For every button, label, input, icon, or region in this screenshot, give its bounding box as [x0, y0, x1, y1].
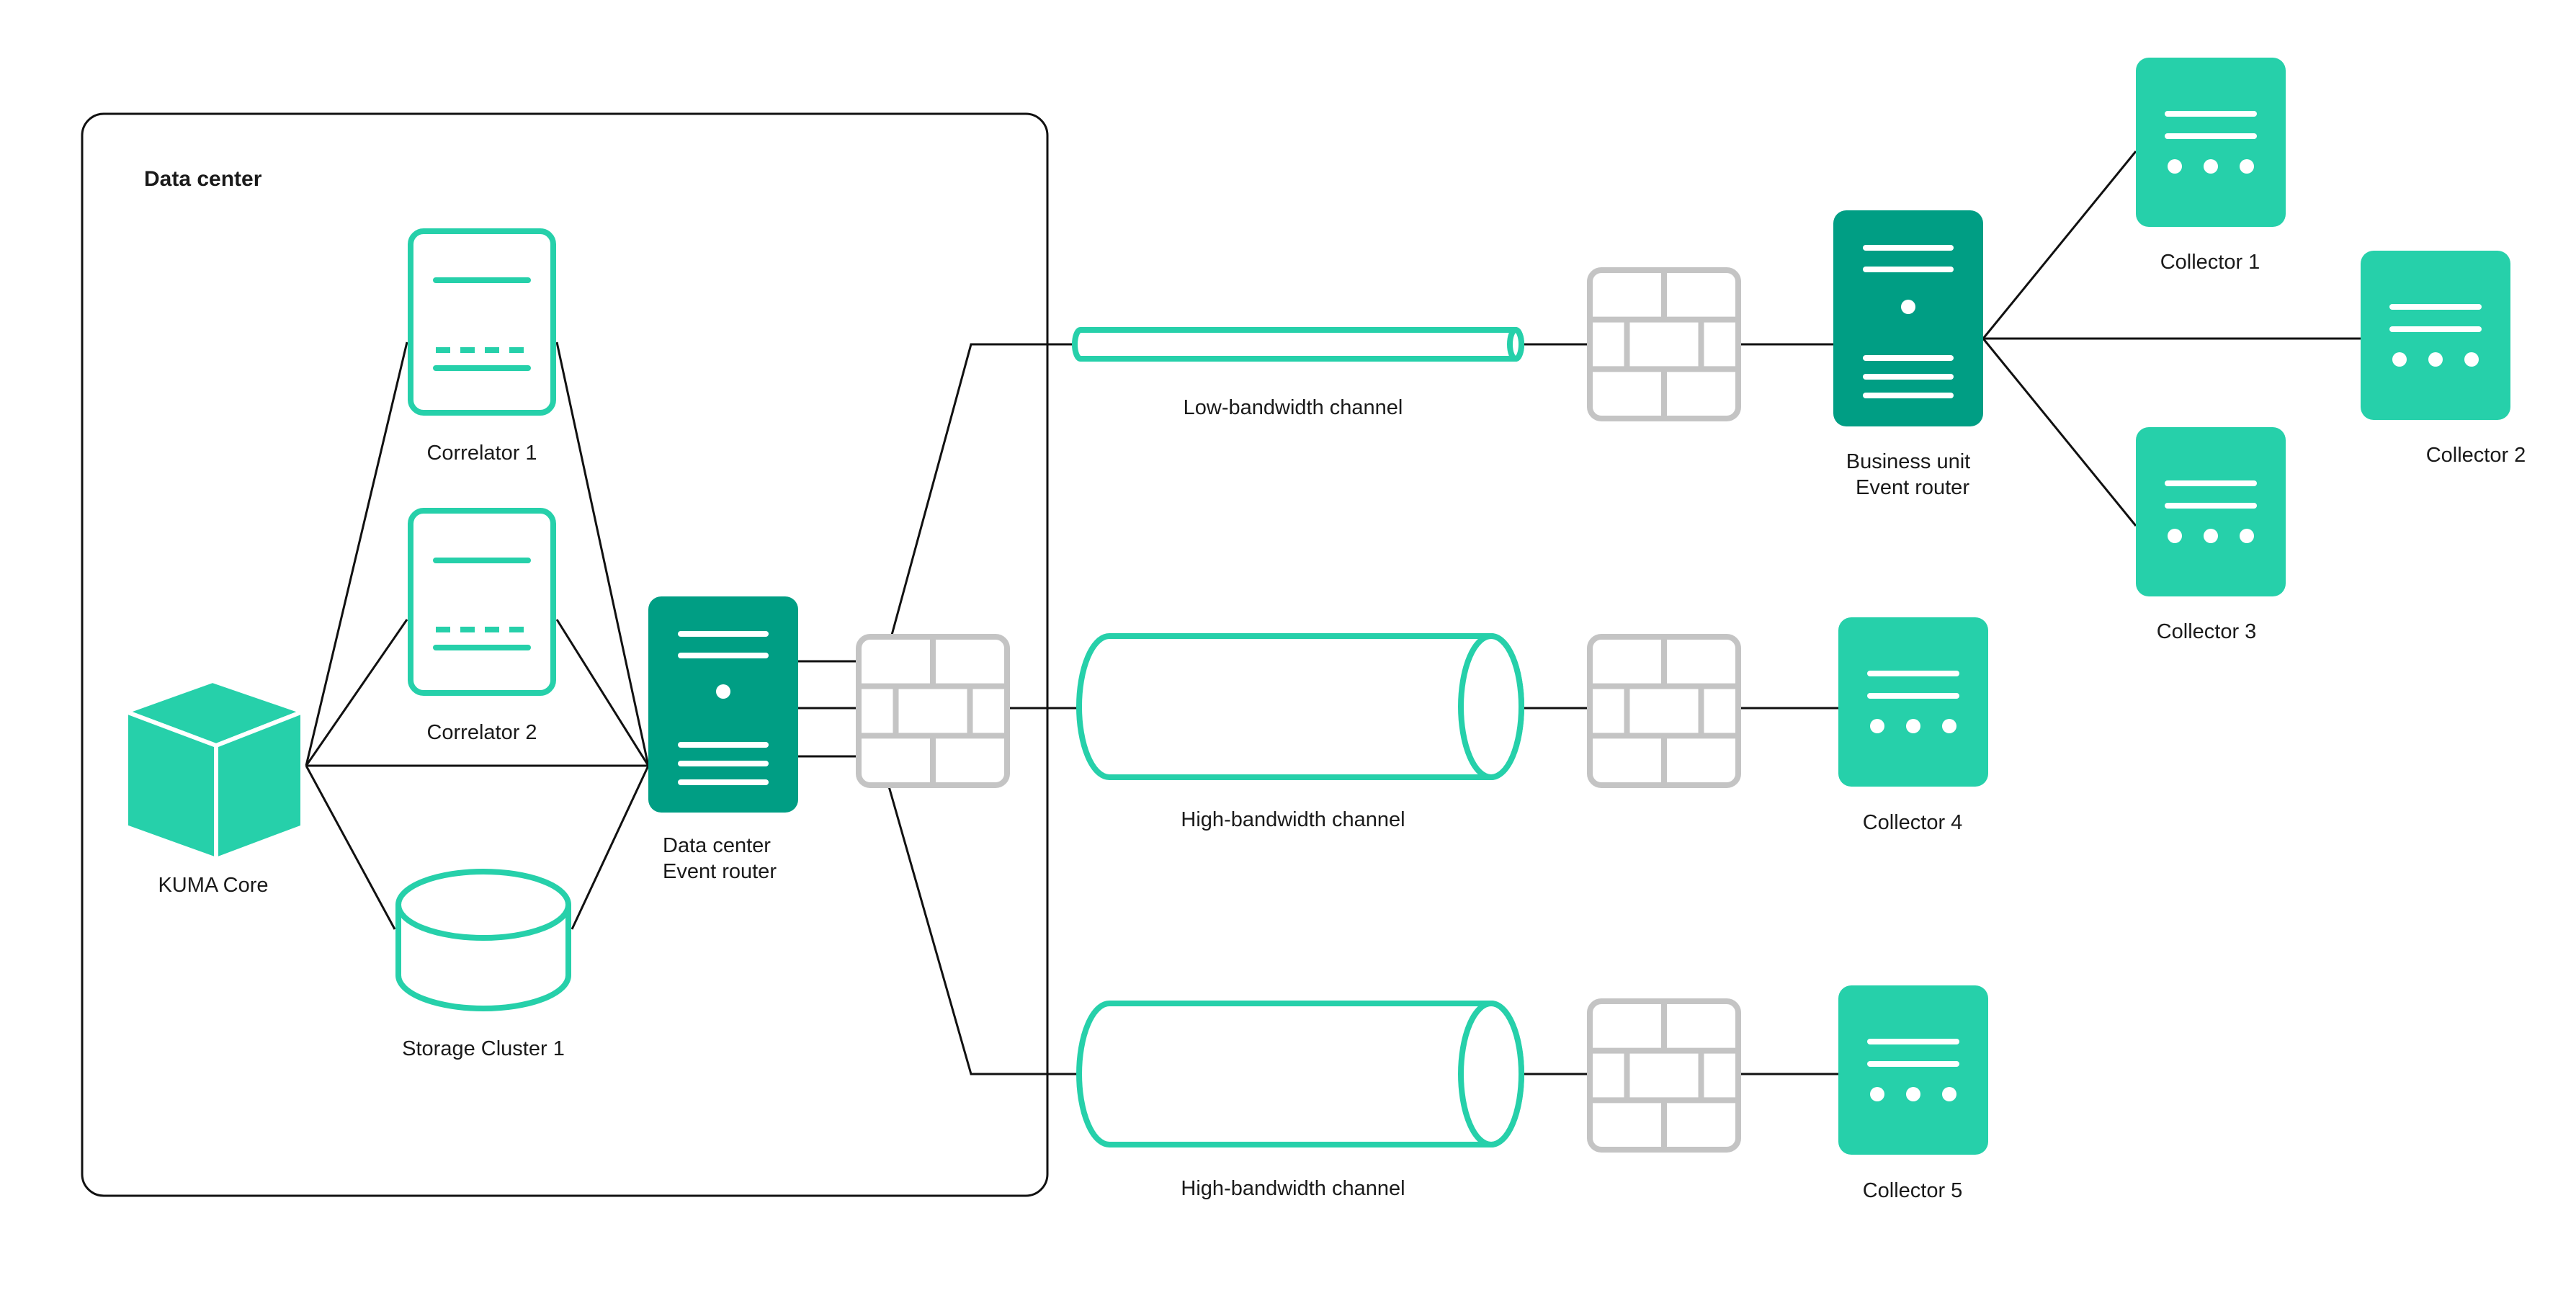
low-bandwidth-channel: Low-bandwidth channel — [1072, 327, 1524, 419]
dc-event-router-label-line2: Event router — [663, 860, 777, 883]
storage-cluster-1-label: Storage Cluster 1 — [402, 1037, 565, 1060]
router-server-icon — [648, 596, 798, 813]
collector-1-node: Collector 1 — [2136, 58, 2286, 274]
collectors: Collector 1 Collector 2 Collector 3 Coll… — [1838, 58, 2526, 1202]
correlator-2-label: Correlator 2 — [426, 721, 537, 744]
collector-2-node: Collector 2 — [2361, 251, 2526, 467]
cube-icon — [124, 679, 305, 862]
firewall-icon — [1587, 267, 1741, 421]
collector-1-label: Collector 1 — [2160, 251, 2260, 274]
firewall-icon — [1587, 634, 1741, 788]
collector-2-label: Collector 2 — [2426, 444, 2526, 467]
router-server-icon — [1833, 210, 1983, 426]
wide-pipe-icon — [1076, 633, 1524, 780]
high-bandwidth-channel-2-label: High-bandwidth channel — [1181, 1177, 1405, 1200]
connection-lines — [305, 151, 2361, 1075]
high-bandwidth-channel-2: High-bandwidth channel — [1076, 1001, 1524, 1200]
correlator-1-label: Correlator 1 — [426, 442, 537, 465]
firewalls — [856, 267, 1741, 1153]
collector-server-icon — [2136, 58, 2286, 227]
dc-event-router-label-line1: Data center — [663, 834, 771, 857]
correlator-1-node: Correlator 1 — [408, 228, 556, 465]
correlator-2-node: Correlator 2 — [408, 508, 556, 744]
wide-pipe-icon — [1076, 1001, 1524, 1147]
correlator-server-icon — [408, 228, 556, 416]
kuma-core-node: KUMA Core — [124, 679, 305, 897]
storage-cluster-1-node: Storage Cluster 1 — [395, 869, 571, 1060]
bu-event-router-label-line1: Business unit — [1846, 450, 1971, 473]
high-bandwidth-channel-1-label: High-bandwidth channel — [1181, 808, 1405, 831]
thin-pipe-icon — [1072, 327, 1524, 362]
collector-server-icon — [2361, 251, 2510, 420]
collector-4-label: Collector 4 — [1863, 811, 1963, 834]
correlator-server-icon — [408, 508, 556, 696]
firewall-icon — [856, 634, 1010, 788]
database-icon — [395, 869, 571, 1011]
low-bandwidth-channel-label: Low-bandwidth channel — [1184, 396, 1403, 419]
collector-5-label: Collector 5 — [1863, 1179, 1963, 1202]
collector-5-node: Collector 5 — [1838, 985, 1988, 1202]
bu-event-router-label-line2: Event router — [1856, 476, 1969, 499]
dc-event-router-node: Data center Event router — [648, 596, 798, 883]
collector-3-label: Collector 3 — [2157, 620, 2257, 643]
firewall-icon — [1587, 998, 1741, 1153]
collector-server-icon — [2136, 427, 2286, 596]
bu-event-router-node: Business unit Event router — [1833, 210, 1983, 499]
data-center-boundary — [81, 112, 1049, 1197]
collector-4-node: Collector 4 — [1838, 617, 1988, 834]
kuma-core-label: KUMA Core — [158, 874, 268, 897]
collector-server-icon — [1838, 617, 1988, 787]
collector-3-node: Collector 3 — [2136, 427, 2286, 643]
collector-server-icon — [1838, 985, 1988, 1155]
data-center-title: Data center — [144, 167, 262, 191]
high-bandwidth-channel-1: High-bandwidth channel — [1076, 633, 1524, 831]
